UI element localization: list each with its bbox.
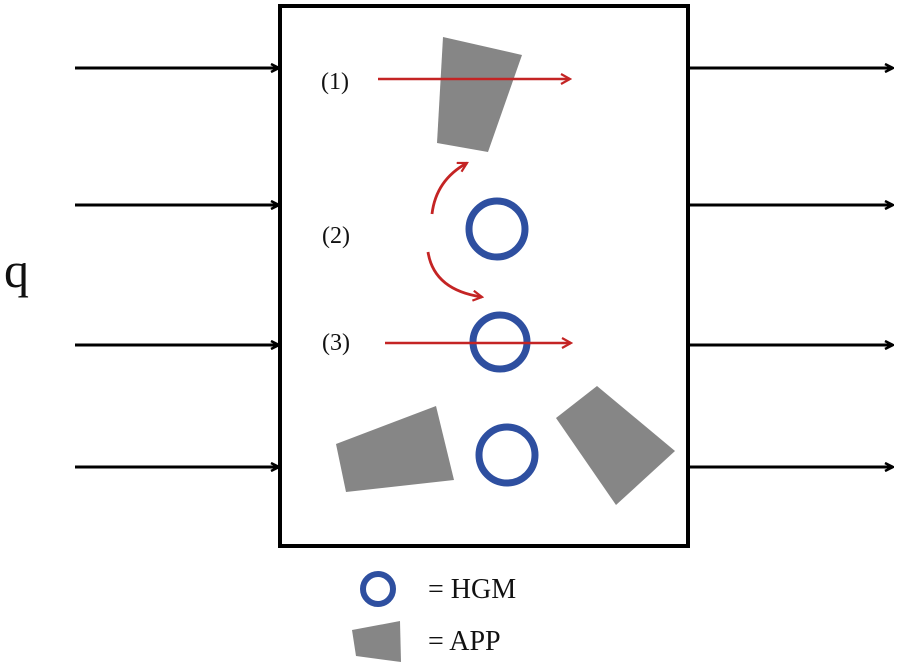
flux-label: q bbox=[4, 242, 29, 298]
app-particle bbox=[336, 406, 454, 492]
legend-app-label: = APP bbox=[428, 626, 501, 657]
legend-hgm-label: = HGM bbox=[428, 574, 516, 605]
pathway-1-label: (1) bbox=[321, 69, 349, 95]
hgm-particle bbox=[465, 197, 529, 261]
incoming-flow-arrows bbox=[75, 68, 279, 467]
legend-hgm-icon bbox=[360, 571, 396, 607]
pathway-2-label: (2) bbox=[322, 223, 350, 249]
outgoing-flow-arrows bbox=[690, 68, 893, 467]
legend-app-icon bbox=[352, 621, 401, 662]
pathway-2-arrow-down bbox=[426, 251, 482, 297]
app-particle bbox=[556, 386, 675, 505]
hgm-particle bbox=[475, 423, 539, 487]
pathway-2-arrow-up bbox=[430, 161, 467, 215]
pathway-3-label: (3) bbox=[322, 330, 350, 356]
app-particle bbox=[437, 37, 522, 152]
legend: = HGM = APP bbox=[352, 571, 516, 662]
